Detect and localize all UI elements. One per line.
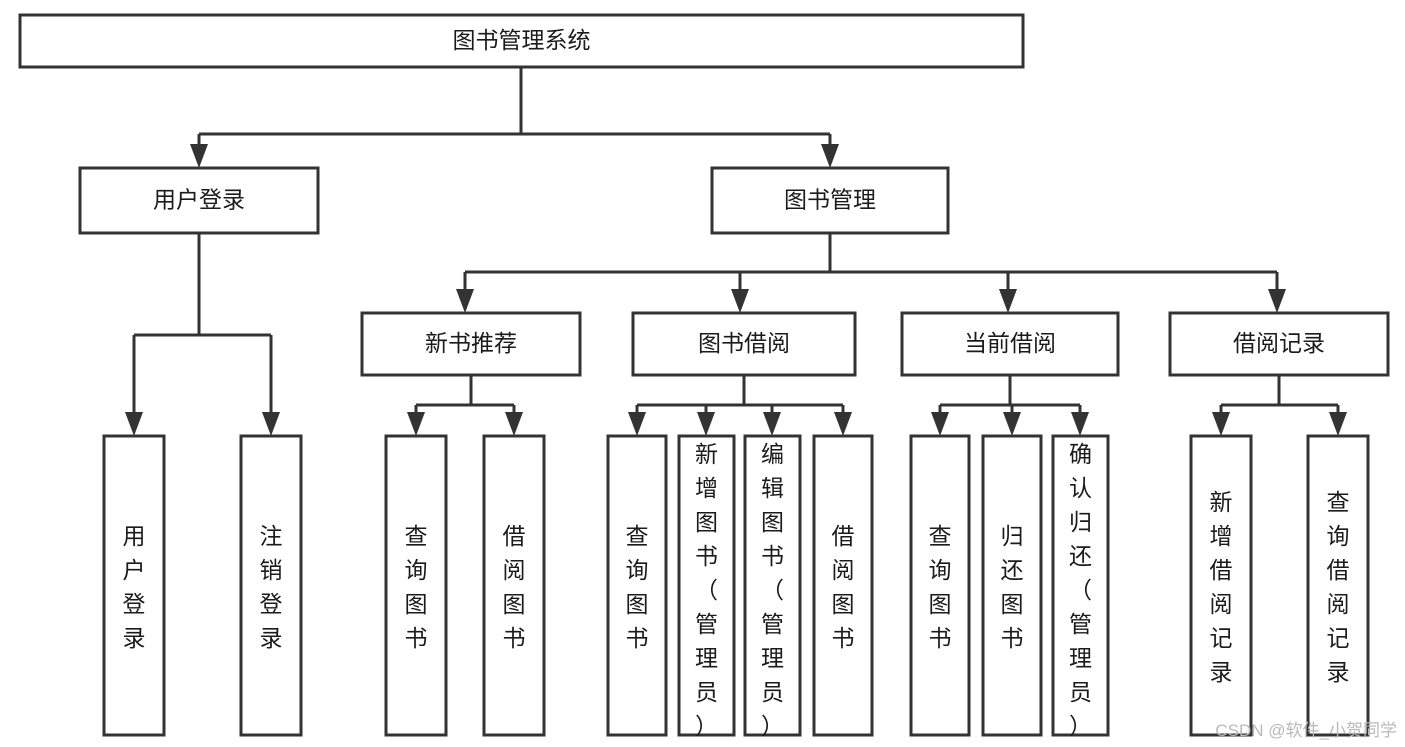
node-box-user-login: [78, 166, 320, 235]
node-new-book-recommend[interactable]: 新书推荐: [360, 311, 582, 377]
node-box-leaf-query-book-recommend: [384, 434, 448, 737]
node-leaf-return-book[interactable]: 归还图书: [981, 434, 1043, 737]
arrow-head-userlogin-to-leaves-0: [125, 412, 143, 436]
node-label-new-book-recommend: 新书推荐: [425, 330, 517, 356]
node-borrow-record[interactable]: 借阅记录: [1168, 311, 1390, 377]
node-box-book-management: [710, 166, 950, 235]
node-book-borrow[interactable]: 图书借阅: [631, 311, 857, 377]
node-leaf-add-book-admin[interactable]: 新增图书（管理员）: [677, 434, 736, 739]
node-root[interactable]: 图书管理系统: [18, 13, 1025, 69]
node-leaf-add-borrow-record[interactable]: 新增借阅记录: [1189, 434, 1253, 737]
node-label-current-borrow: 当前借阅: [964, 330, 1056, 356]
node-label-leaf-confirm-return-admin: 确认归还（管理员）: [1069, 441, 1092, 739]
arrow-head-borrow-to-leaves-0: [628, 412, 646, 436]
arrow-head-borrow-to-leaves-1: [697, 412, 715, 436]
node-box-borrow-record: [1168, 311, 1390, 377]
node-label-user-login: 用户登录: [153, 187, 245, 213]
arrow-head-recommend-to-leaves-1: [505, 412, 523, 436]
node-leaf-confirm-return-admin[interactable]: 确认归还（管理员）: [1051, 434, 1110, 739]
arrow-head-bookmgmt-to-level3-0: [456, 289, 474, 313]
node-box-leaf-confirm-return-admin: [1051, 434, 1110, 737]
node-label-leaf-add-borrow-record: 新增借阅记录: [1210, 489, 1233, 685]
node-leaf-query-book-borrow[interactable]: 查询图书: [606, 434, 668, 737]
node-box-leaf-user-login: [102, 434, 166, 737]
arrow-head-bookmgmt-to-level3-1: [731, 289, 749, 313]
node-label-leaf-add-book-admin: 新增图书（管理员）: [695, 441, 718, 739]
arrow-head-root-to-level2-0: [190, 144, 208, 168]
node-leaf-query-book-recommend[interactable]: 查询图书: [384, 434, 448, 737]
node-box-book-borrow: [631, 311, 857, 377]
node-box-current-borrow: [900, 311, 1120, 377]
node-leaf-logout-login[interactable]: 注销登录: [239, 434, 303, 737]
node-box-leaf-return-book: [981, 434, 1043, 737]
node-label-leaf-query-borrow-record: 查询借阅记录: [1327, 489, 1350, 685]
node-box-leaf-query-book-borrow: [606, 434, 668, 737]
node-box-new-book-recommend: [360, 311, 582, 377]
node-label-leaf-user-login: 用户登录: [123, 523, 146, 651]
arrow-head-recommend-to-leaves-0: [407, 412, 425, 436]
arrow-head-current-to-leaves-2: [1071, 412, 1089, 436]
arrow-head-root-to-level2-1: [821, 144, 839, 168]
arrow-head-bookmgmt-to-level3-2: [999, 289, 1017, 313]
node-label-root: 图书管理系统: [453, 27, 591, 53]
arrow-head-bookmgmt-to-level3-3: [1268, 289, 1286, 313]
arrow-head-current-to-leaves-1: [1003, 412, 1021, 436]
node-current-borrow[interactable]: 当前借阅: [900, 311, 1120, 377]
arrow-head-current-to-leaves-0: [931, 412, 949, 436]
arrow-head-record-to-leaves-0: [1212, 412, 1230, 436]
node-label-leaf-edit-book-admin: 编辑图书（管理员）: [761, 441, 784, 739]
arrow-head-borrow-to-leaves-3: [834, 412, 852, 436]
node-leaf-query-book-current[interactable]: 查询图书: [909, 434, 971, 737]
node-leaf-query-borrow-record[interactable]: 查询借阅记录: [1306, 434, 1370, 737]
node-leaf-edit-book-admin[interactable]: 编辑图书（管理员）: [743, 434, 802, 739]
arrow-head-record-to-leaves-1: [1329, 412, 1347, 436]
node-box-leaf-query-book-current: [909, 434, 971, 737]
node-label-leaf-logout-login: 注销登录: [260, 523, 283, 651]
node-label-borrow-record: 借阅记录: [1233, 330, 1325, 356]
node-leaf-borrow-book-recommend[interactable]: 借阅图书: [482, 434, 546, 737]
node-box-leaf-borrow-book: [812, 434, 874, 737]
node-label-leaf-return-book: 归还图书: [1001, 523, 1024, 651]
node-box-leaf-add-book-admin: [677, 434, 736, 737]
node-book-management[interactable]: 图书管理: [710, 166, 950, 235]
node-leaf-borrow-book[interactable]: 借阅图书: [812, 434, 874, 737]
node-label-leaf-query-book-borrow: 查询图书: [626, 523, 649, 651]
arrow-head-borrow-to-leaves-2: [763, 412, 781, 436]
node-label-leaf-borrow-book: 借阅图书: [832, 523, 855, 651]
node-label-leaf-query-book-recommend: 查询图书: [405, 523, 428, 651]
node-box-leaf-add-borrow-record: [1189, 434, 1253, 737]
nodes-layer: 图书管理系统用户登录图书管理新书推荐图书借阅当前借阅借阅记录用户登录注销登录查询…: [18, 13, 1390, 739]
node-box-leaf-query-borrow-record: [1306, 434, 1370, 737]
node-leaf-user-login[interactable]: 用户登录: [102, 434, 166, 737]
node-label-leaf-query-book-current: 查询图书: [929, 523, 952, 651]
node-box-leaf-borrow-book-recommend: [482, 434, 546, 737]
watermark-label: CSDN @软件_小贺同学: [1215, 721, 1397, 740]
node-box-root: [18, 13, 1025, 69]
node-label-leaf-borrow-book-recommend: 借阅图书: [503, 523, 526, 651]
node-box-leaf-edit-book-admin: [743, 434, 802, 737]
connectors-layer: [125, 67, 1347, 436]
node-user-login[interactable]: 用户登录: [78, 166, 320, 235]
node-label-book-management: 图书管理: [784, 187, 876, 213]
node-box-leaf-logout-login: [239, 434, 303, 737]
node-label-book-borrow: 图书借阅: [698, 330, 790, 356]
arrow-head-userlogin-to-leaves-1: [262, 412, 280, 436]
